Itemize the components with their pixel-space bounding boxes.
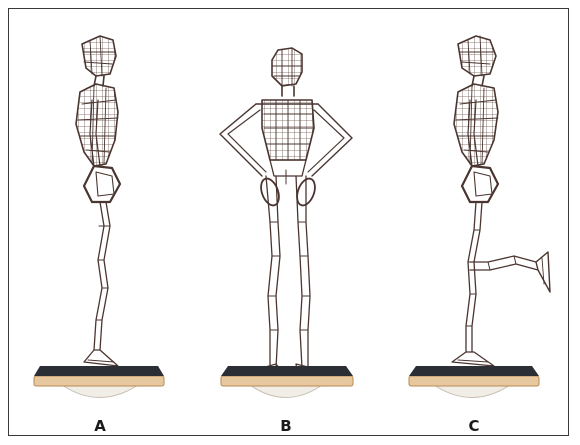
figure-b	[220, 48, 352, 378]
figure-label-a: A	[80, 417, 120, 435]
head-b	[272, 48, 302, 86]
figure-label-b: B	[266, 417, 306, 435]
balance-board-a	[34, 366, 164, 398]
pelvis-a	[84, 166, 120, 202]
figure-label-c: C	[454, 417, 494, 435]
balance-board-b	[221, 366, 353, 398]
figure-a	[76, 36, 120, 366]
balance-board-c	[409, 366, 539, 398]
figure-c	[452, 36, 550, 366]
head-c	[458, 36, 496, 76]
pelvis-c	[462, 166, 498, 202]
head-a	[82, 36, 116, 76]
